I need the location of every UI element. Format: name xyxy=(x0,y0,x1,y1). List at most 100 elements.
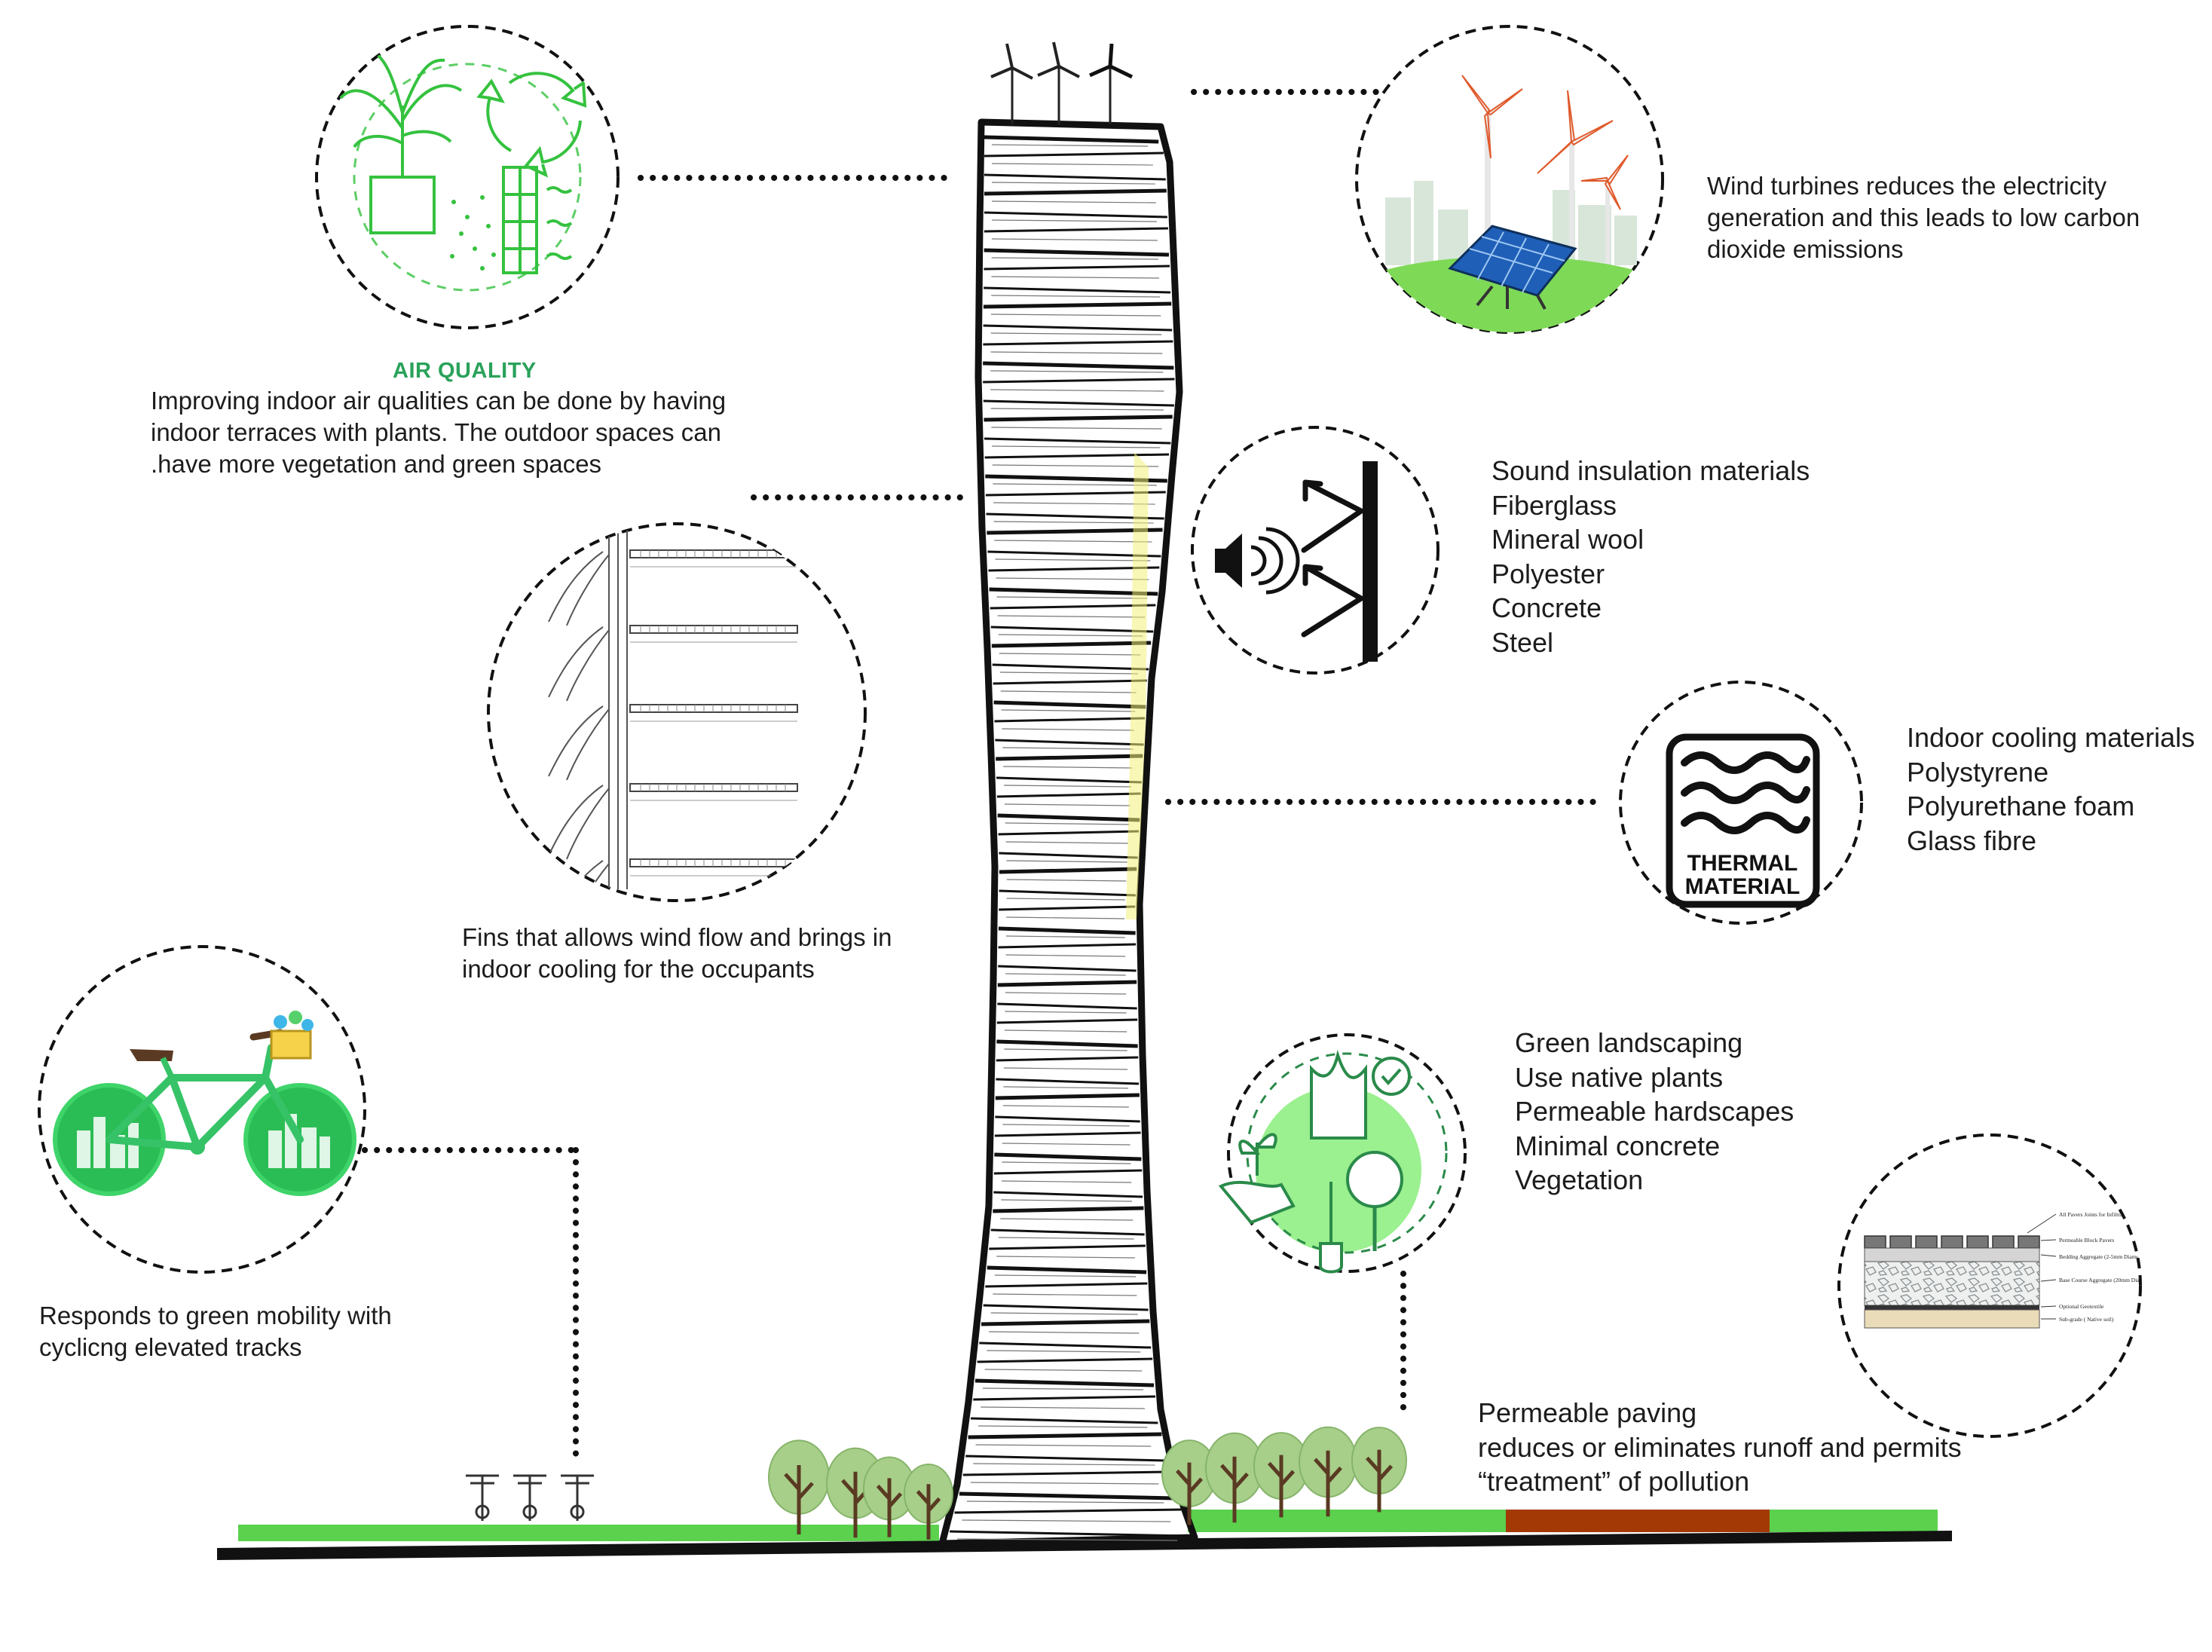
floor-slab-edge xyxy=(991,295,1161,298)
text-line: dioxide emissions xyxy=(1707,235,1904,263)
floor-slab-edge xyxy=(993,483,1157,486)
insulation-wall xyxy=(1363,461,1378,662)
floor-slab-edge xyxy=(1005,935,1125,938)
floor-slab-edge xyxy=(1003,766,1133,769)
floor-slab-edge xyxy=(1006,879,1127,882)
floor-slab-edge xyxy=(1003,1067,1128,1070)
paving-layer-label: Permeable Block Pavers xyxy=(2059,1237,2114,1244)
text-line: generation and this leads to low carbon xyxy=(1707,203,2140,231)
text-line: “treatment” of pollution xyxy=(1478,1466,1750,1497)
trees xyxy=(768,1426,1407,1540)
list-item: Concrete xyxy=(1491,592,1602,623)
bicycle-icon xyxy=(53,1011,356,1196)
list-item: Permeable hardscapes xyxy=(1515,1096,1794,1127)
floor-slab-edge xyxy=(1004,785,1131,788)
list-item: Glass fibre xyxy=(1907,824,2037,856)
floor-slab xyxy=(998,965,1137,972)
floor-slab-edge xyxy=(996,1256,1135,1259)
floor-slab xyxy=(968,1432,1162,1439)
floor-slab-edge xyxy=(992,464,1159,467)
floor-slab-edge xyxy=(1006,916,1125,919)
floor-slab xyxy=(993,1206,1144,1213)
wind-turbine-text: Wind turbines reduces the electricity ge… xyxy=(1707,170,2140,265)
floor-slab xyxy=(977,1357,1153,1363)
air-particles xyxy=(450,195,496,271)
floor-slab-edge xyxy=(990,332,1162,335)
floor-slab xyxy=(993,1191,1143,1198)
floor-slab xyxy=(991,641,1152,648)
floor-slab-edge xyxy=(1002,728,1134,731)
floor-slab-edge xyxy=(991,257,1158,260)
floor-slab xyxy=(962,1470,1170,1476)
floor-slab xyxy=(996,1078,1140,1085)
paving-layer-label: Base Course Aggregate (20mm Diameter) xyxy=(2059,1277,2155,1283)
text-line: cyclicng elevated tracks xyxy=(39,1333,302,1361)
floor-slab xyxy=(983,399,1174,407)
floor-slab-edge xyxy=(1006,898,1125,901)
tree-trunk xyxy=(784,1465,814,1534)
fin-blade xyxy=(548,626,610,702)
permeable-paving-circle: All Pavers Joints for Infiltration Perme… xyxy=(1837,1133,2155,1438)
floor-slab-edge xyxy=(975,1444,1152,1447)
floor-slab xyxy=(998,943,1137,949)
floor-slab xyxy=(984,135,1159,144)
floor-slab xyxy=(995,739,1144,746)
text-line: Responds to green mobility with xyxy=(39,1302,392,1329)
list-item: Polystyrene xyxy=(1907,756,2049,788)
floor-slab xyxy=(974,1378,1155,1387)
floor-slab-detail xyxy=(629,783,798,792)
floor-slab-edge xyxy=(999,653,1141,656)
floor-slab xyxy=(984,173,1166,181)
floor-slab-edge xyxy=(981,1406,1146,1409)
floor-slab-edge xyxy=(989,1331,1140,1334)
floor-slab xyxy=(979,1341,1152,1349)
text-line: Fins that allows wind flow and brings in xyxy=(462,923,892,951)
floor-slab xyxy=(998,830,1139,836)
floor-slab xyxy=(959,1491,1175,1501)
list-item: Vegetation xyxy=(1515,1164,1644,1195)
floor-slab-edge xyxy=(1005,954,1126,957)
fin-blade xyxy=(548,785,610,860)
sound-reflection-arrows xyxy=(1301,479,1364,638)
text-line: indoor cooling for the occupants xyxy=(462,955,815,983)
floor-slab xyxy=(993,679,1147,685)
floor-slab-edge xyxy=(995,558,1151,561)
floor-slab-edge xyxy=(973,1463,1155,1466)
permeable-paving-strip xyxy=(1506,1510,1770,1532)
floor-slab-edge xyxy=(1001,1180,1132,1183)
floor-slab-edge xyxy=(991,238,1158,241)
floor-slab xyxy=(984,227,1168,233)
tower-outline xyxy=(938,118,1198,1547)
floor-slab-edge xyxy=(966,1501,1164,1504)
floor-slab-edge xyxy=(996,596,1148,599)
floor-slab-edge xyxy=(993,502,1155,505)
floor-slab-edge xyxy=(1002,1161,1131,1164)
floor-slab xyxy=(983,340,1173,346)
wind-turbine-icon xyxy=(1461,75,1629,264)
floor-slab xyxy=(987,1265,1147,1274)
floor-slab-edge xyxy=(1005,841,1128,844)
paving-layer-label: Sub-grade ( Native soil) xyxy=(2059,1316,2114,1323)
text-line: indoor terraces with plants. The outdoor… xyxy=(151,418,721,446)
floor-slab xyxy=(985,1282,1148,1288)
floor-slab xyxy=(996,1039,1138,1048)
floor-slab xyxy=(984,415,1173,422)
list-item: Use native plants xyxy=(1515,1061,1724,1093)
wind-turbine-circle xyxy=(1355,25,1664,334)
floor-slab xyxy=(973,1395,1156,1401)
floor-slab-edge xyxy=(997,615,1146,618)
floor-slab xyxy=(981,1319,1150,1326)
list-item: Mineral wool xyxy=(1491,524,1644,555)
tower xyxy=(938,41,1198,1547)
floor-slab-edge xyxy=(1002,1105,1129,1108)
ground-line xyxy=(217,1531,1952,1560)
floor-slab xyxy=(990,604,1156,610)
floor-slab-edge xyxy=(993,1293,1137,1296)
green-mobility-text: Responds to green mobility with cyclicng… xyxy=(39,1300,392,1363)
floor-slab-edge xyxy=(1000,690,1137,693)
leader-lines xyxy=(362,89,1607,1462)
floor-slab-edge xyxy=(982,1387,1144,1390)
floor-slab xyxy=(984,265,1170,271)
tree-trunk xyxy=(1175,1462,1204,1525)
list-item: Fiberglass xyxy=(1491,489,1617,521)
